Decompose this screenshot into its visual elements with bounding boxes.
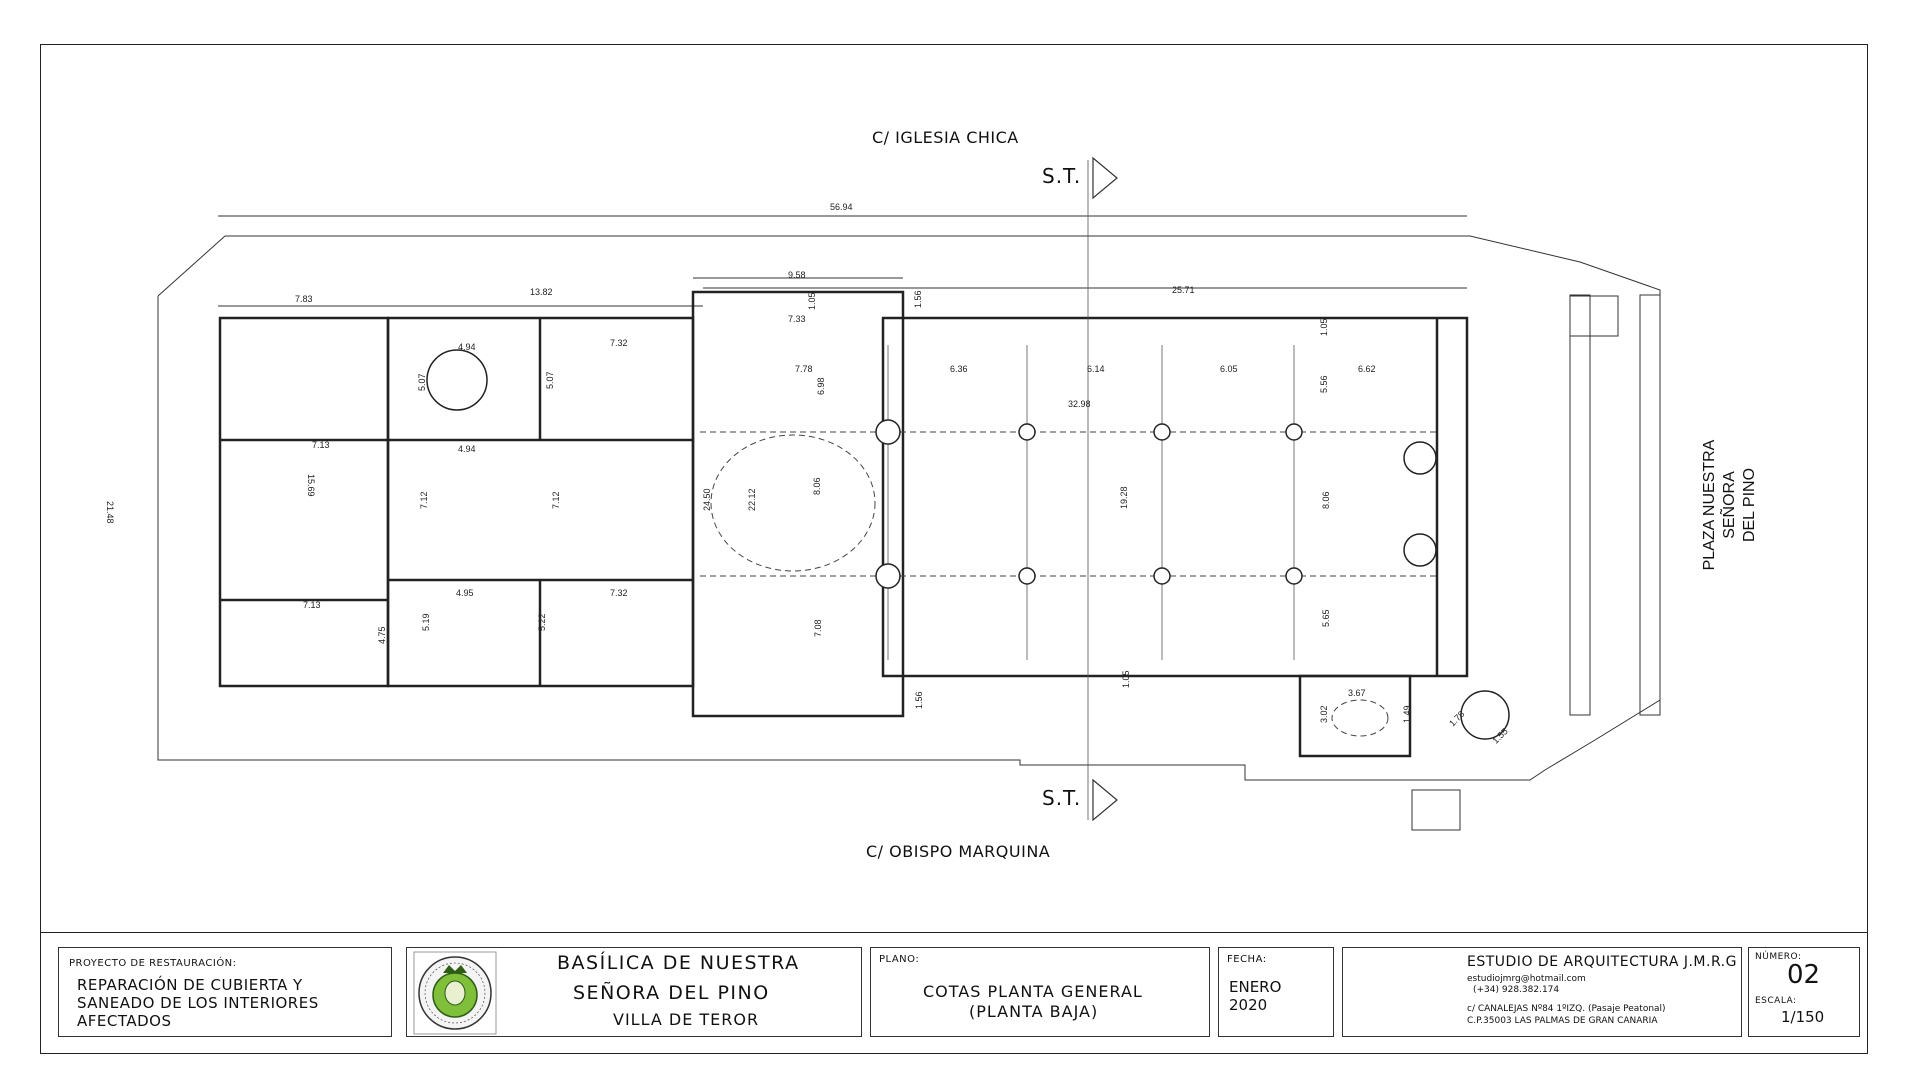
dim-text: 7.13 [303,600,321,610]
site-outline [157,235,1661,781]
dim-text: 7.83 [295,294,313,304]
nave-walls [881,316,1469,678]
scale-value: 1/150 [1781,1008,1825,1026]
dim-text: 6.14 [1087,364,1105,374]
title-block: PROYECTO DE RESTAURACIÓN: REPARACIÓN DE … [40,932,1868,1054]
dim-text: 6.36 [950,364,968,374]
crossing-dome [710,434,876,572]
transept-walls [691,290,905,718]
sheet-number: 02 [1787,960,1821,990]
dim-text: 5.07 [417,373,427,391]
floor-plan: 56.94 7.83 13.82 9.58 25.71 7.33 1.05 1.… [105,156,1661,831]
basilica-seal-icon [413,951,497,1035]
dim-text: 1.05 [1121,670,1131,688]
dim-text: 1.56 [914,691,924,709]
dim-text: 7.08 [813,619,823,637]
dim-text: 25.71 [1172,285,1195,295]
building-name-line2: SEÑORA DEL PINO [573,982,770,1004]
column [875,419,901,445]
plan-title-line2: (PLANTA BAJA) [969,1002,1099,1021]
dim-text: 4.95 [456,588,474,598]
plan-title-line1: COTAS PLANTA GENERAL [923,982,1143,1001]
dim-text: 32.98 [1068,399,1091,409]
dim-text: 6.05 [1220,364,1238,374]
dim-text: 7.32 [610,588,628,598]
studio-phone: (+34) 928.382.174 [1473,985,1560,995]
dim-text: 5.07 [545,371,555,389]
dim-text: 7.12 [419,491,429,509]
dim-text: 7.13 [312,440,330,450]
plaza-label-line2: DEL PINO [1741,467,1758,543]
dim-text: 4.94 [458,444,476,454]
dim-text: 5.65 [1321,609,1331,627]
left-wing-walls [218,316,390,688]
dim-text: 22.12 [747,488,757,511]
building-cell: BASÍLICA DE NUESTRA SEÑORA DEL PINO VILL… [406,947,862,1037]
building-location: VILLA DE TEROR [613,1010,760,1029]
street-north-label: C/ IGLESIA CHICA [872,128,1019,147]
spiral-stair [1403,441,1437,475]
dim-text: 4.75 [377,626,387,644]
studio-cell: ESTUDIO DE ARQUITECTURA J.M.R.G estudioj… [1342,947,1742,1037]
dim-text: 6.62 [1358,364,1376,374]
project-cell: PROYECTO DE RESTAURACIÓN: REPARACIÓN DE … [58,947,392,1037]
studio-name: ESTUDIO DE ARQUITECTURA J.M.R.G [1467,954,1737,970]
plan-caption: PLANO: [879,954,920,965]
dim-text: 1.49 [1402,705,1412,723]
dim-text: 3.67 [1348,688,1366,698]
dim-text: 6.98 [816,377,826,395]
section-mark-bottom: S.T. [1042,786,1082,810]
number-caption: NÚMERO: [1755,952,1802,962]
plan-cell: PLANO: COTAS PLANTA GENERAL (PLANTA BAJA… [870,947,1210,1037]
chapel [1298,674,1412,758]
dim-text: 4.94 [458,342,476,352]
date-year: 2020 [1229,996,1268,1014]
project-text: REPARACIÓN DE CUBIERTA Y SANEADO DE LOS … [77,976,319,1030]
studio-address-line1: c/ CANALEJAS Nº84 1ºIZQ. (Pasaje Peatona… [1467,1004,1666,1014]
dim-text: 3.02 [1319,705,1329,723]
studio-email: estudiojmrg@hotmail.com [1467,974,1586,984]
dim-text: 15.69 [306,474,316,497]
dim-text: 9.58 [788,270,806,280]
plaza-box [1569,295,1619,337]
project-caption: PROYECTO DE RESTAURACIÓN: [69,958,237,969]
dim-text: 7.32 [610,338,628,348]
dim-text: 24.50 [702,488,712,511]
studio-address-line2: C.P.35003 LAS PALMAS DE GRAN CANARIA [1467,1016,1658,1026]
section-arrow-top [1092,156,1118,200]
dim-text: 7.78 [795,364,813,374]
dim-text: 1.56 [913,290,923,308]
dim-text: 5.56 [1319,375,1329,393]
dim-text: 7.12 [551,491,561,509]
dim-text: 5.22 [537,613,547,631]
dim-text: 5.19 [421,613,431,631]
dim-text: 21.48 [105,501,115,524]
dim-overall: 56.94 [830,202,853,212]
street-south-label: C/ OBISPO MARQUINA [866,842,1051,861]
section-mark-top: S.T. [1042,164,1082,188]
section-arrow-bottom [1092,778,1118,822]
date-caption: FECHA: [1227,954,1267,965]
building-name-line1: BASÍLICA DE NUESTRA [557,952,800,974]
date-month: ENERO [1229,978,1282,996]
dim-text: 8.06 [1321,491,1331,509]
plaza-label-line1: PLAZA NUESTRA SEÑORA [1701,439,1738,571]
dim-text: 7.33 [788,314,806,324]
dim-text: 8.06 [812,477,822,495]
dim-text: 19.28 [1119,486,1129,509]
drawing-frame [40,44,1868,1054]
plaza-steps [1569,294,1591,716]
dim-text: 13.82 [530,287,553,297]
number-cell: NÚMERO: 02 ESCALA: 1/150 [1748,947,1860,1037]
dim-text: 1.05 [1319,318,1329,336]
scale-caption: ESCALA: [1755,996,1797,1006]
plaza-label: PLAZA NUESTRA SEÑORA DEL PINO [1700,420,1760,590]
date-cell: FECHA: ENERO 2020 [1218,947,1334,1037]
dim-text: 1.05 [807,292,817,310]
